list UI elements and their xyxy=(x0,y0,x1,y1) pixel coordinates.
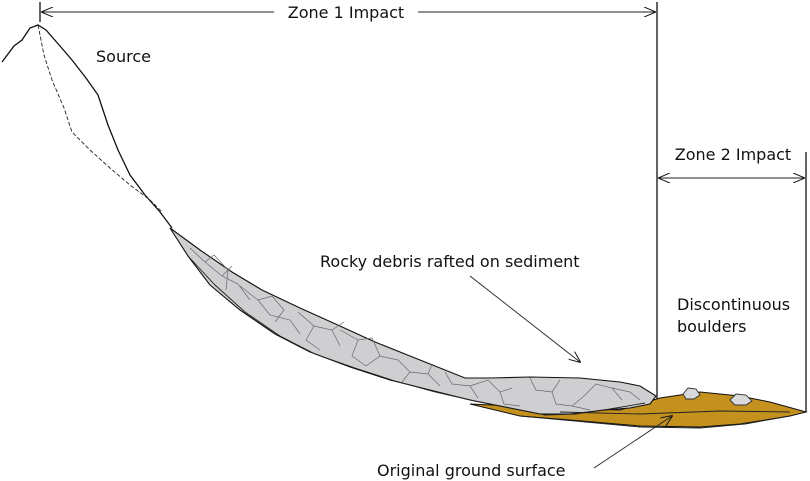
zone1-label: Zone 1 Impact xyxy=(288,3,404,22)
debris-pointer-arrow xyxy=(469,275,580,362)
boulders-label-line2: boulders xyxy=(677,317,746,336)
ground-pointer-arrow xyxy=(593,416,672,469)
ground-label: Original ground surface xyxy=(377,461,566,480)
sediment-internal-line xyxy=(559,410,791,415)
source-label: Source xyxy=(96,47,151,66)
boulders-label-line1: Discontinuous xyxy=(677,295,790,314)
zone2-label: Zone 2 Impact xyxy=(675,145,791,164)
sediment-base-line xyxy=(519,415,791,429)
original-slope-dashed xyxy=(37,24,163,213)
slip-surface xyxy=(187,255,646,416)
source-slope-outline xyxy=(1,24,173,229)
boulder-2 xyxy=(729,393,753,406)
boulder-1 xyxy=(682,387,701,400)
debris-cracks xyxy=(189,247,641,411)
debris-label: Rocky debris rafted on sediment xyxy=(320,252,580,271)
